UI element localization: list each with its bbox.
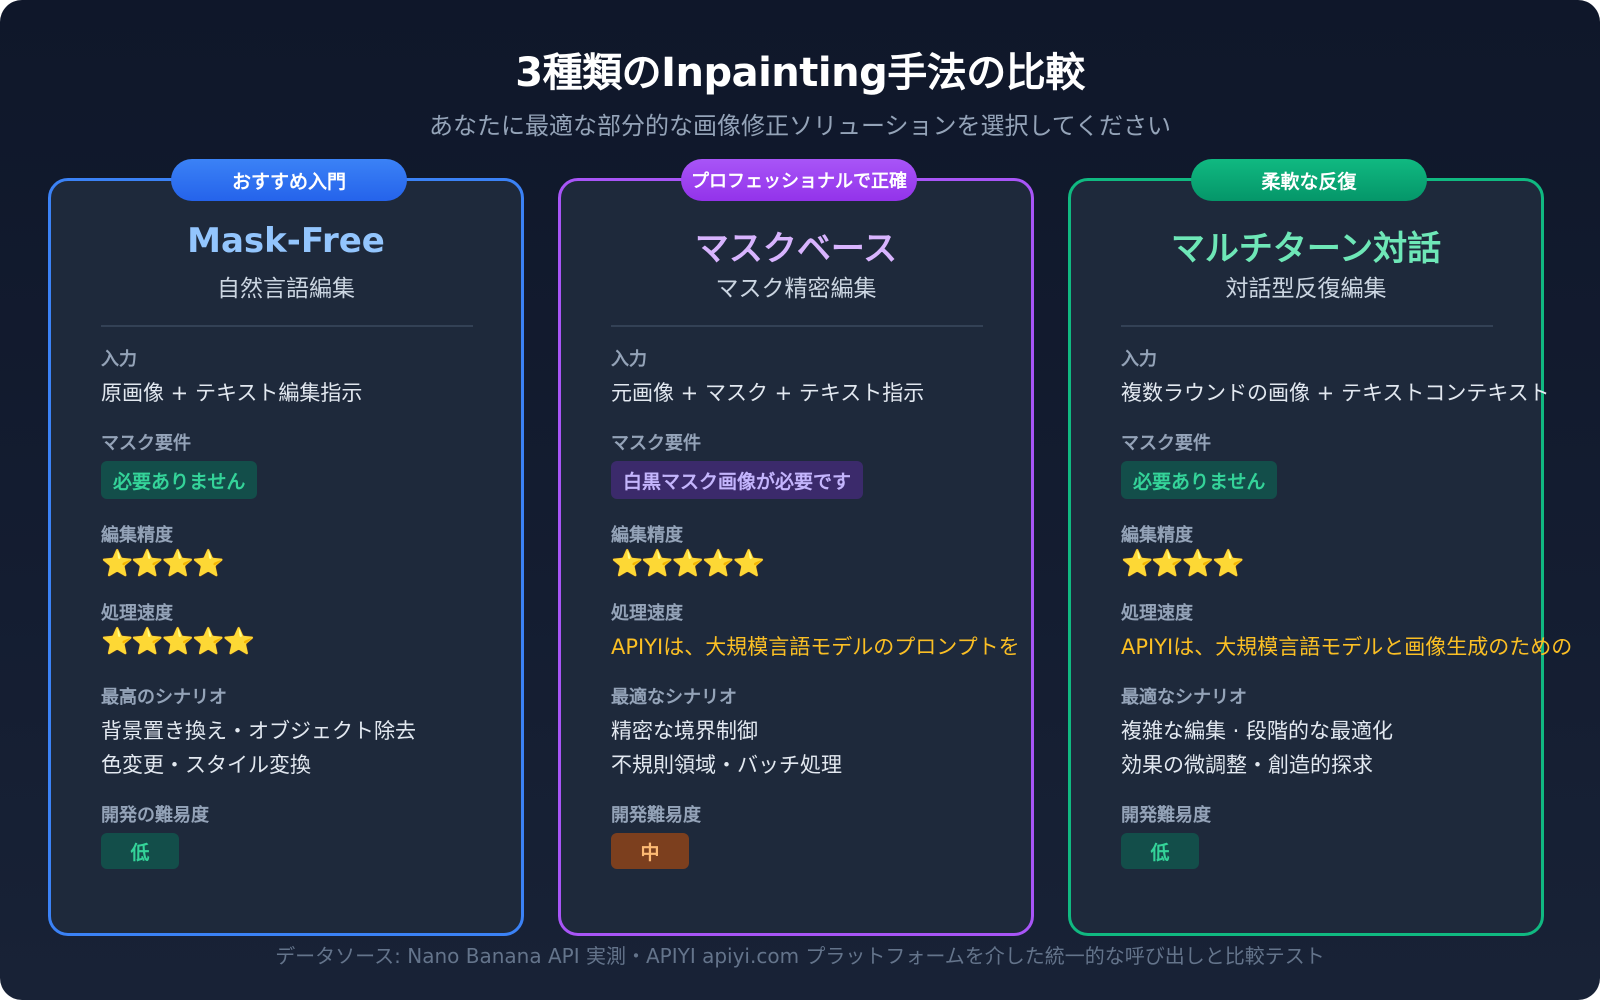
input-label: 入力 <box>101 349 137 370</box>
divider <box>1121 325 1493 327</box>
precision-label: 編集精度 <box>101 525 173 546</box>
page-subtitle: あなたに最適な部分的な画像修正ソリューションを選択してください <box>428 112 1172 140</box>
mask-label: マスク要件 <box>1121 433 1211 454</box>
speed-label: 処理速度 <box>101 603 173 624</box>
scenario-label: 最適なシナリオ <box>1121 687 1247 708</box>
mask-label: マスク要件 <box>101 433 191 454</box>
input-value: 原画像 + テキスト編集指示 <box>101 381 363 405</box>
speed-value: APIYIは、大規模言語モデルと画像生成のための <box>1121 635 1573 659</box>
difficulty-badge: 中 <box>611 833 689 869</box>
mask-badge: 白黒マスク画像が必要です <box>611 461 864 499</box>
precision-stars: ⭐⭐⭐⭐ <box>1121 549 1244 579</box>
scenario-line-2: 色変更・スタイル変換 <box>101 753 311 777</box>
speed-stars: ⭐⭐⭐⭐⭐ <box>101 627 255 657</box>
difficulty-label: 開発難易度 <box>611 805 701 826</box>
data-source-footer: データソース: Nano Banana API 実測・APIYI apiyi.c… <box>275 944 1325 968</box>
page-title: 3種類のInpainting手法の比較 <box>515 50 1085 96</box>
scenario-line-2: 不規則領域・バッチ処理 <box>611 753 842 777</box>
card-badge: 柔軟な反復 <box>1191 159 1427 201</box>
divider <box>611 325 983 327</box>
speed-value: APIYIは、大規模言語モデルのプロンプトを <box>611 635 1020 659</box>
scenario-line-1: 背景置き換え・オブジェクト除去 <box>101 719 416 743</box>
input-value: 元画像 + マスク + テキスト指示 <box>611 381 925 405</box>
input-value: 複数ラウンドの画像 + テキストコンテキスト <box>1121 381 1550 405</box>
scenario-label: 最適なシナリオ <box>611 687 737 708</box>
card-badge: おすすめ入門 <box>171 159 407 201</box>
scenario-label: 最高のシナリオ <box>101 687 227 708</box>
difficulty-label: 開発の難易度 <box>101 805 209 826</box>
scenario-line-1: 精密な境界制御 <box>611 719 758 743</box>
speed-label: 処理速度 <box>611 603 683 624</box>
input-label: 入力 <box>611 349 647 370</box>
card-mask-based: プロフェッショナルで正確 マスクベース マスク精密編集 入力 元画像 + マスク… <box>558 159 1034 936</box>
card-subtitle: 対話型反復編集 <box>1225 276 1387 302</box>
precision-label: 編集精度 <box>611 525 683 546</box>
precision-stars: ⭐⭐⭐⭐⭐ <box>611 549 765 579</box>
speed-label: 処理速度 <box>1121 603 1193 624</box>
card-title: マルチターン対話 <box>1170 229 1442 269</box>
difficulty-label: 開発難易度 <box>1121 805 1211 826</box>
difficulty-badge: 低 <box>101 833 179 869</box>
mask-badge: 必要ありません <box>101 461 258 499</box>
card-badge: プロフェッショナルで正確 <box>681 159 917 201</box>
mask-badge: 必要ありません <box>1121 461 1278 499</box>
card-subtitle: マスク精密編集 <box>715 276 877 302</box>
scenario-line-2: 効果の微調整・創造的探求 <box>1121 753 1373 777</box>
card-multi-turn: 柔軟な反復 マルチターン対話 対話型反復編集 入力 複数ラウンドの画像 + テキ… <box>1068 159 1572 936</box>
card-mask-free: おすすめ入門 Mask-Free 自然言語編集 入力 原画像 + テキスト編集指… <box>48 159 524 936</box>
precision-stars: ⭐⭐⭐⭐ <box>101 549 224 579</box>
precision-label: 編集精度 <box>1121 525 1193 546</box>
input-label: 入力 <box>1121 349 1157 370</box>
divider <box>101 325 473 327</box>
mask-label: マスク要件 <box>611 433 701 454</box>
card-title: Mask-Free <box>187 221 385 261</box>
difficulty-badge: 低 <box>1121 833 1199 869</box>
card-subtitle: 自然言語編集 <box>217 276 355 302</box>
scenario-line-1: 複雑な編集 · 段階的な最適化 <box>1121 719 1394 743</box>
card-title: マスクベース <box>694 229 898 269</box>
